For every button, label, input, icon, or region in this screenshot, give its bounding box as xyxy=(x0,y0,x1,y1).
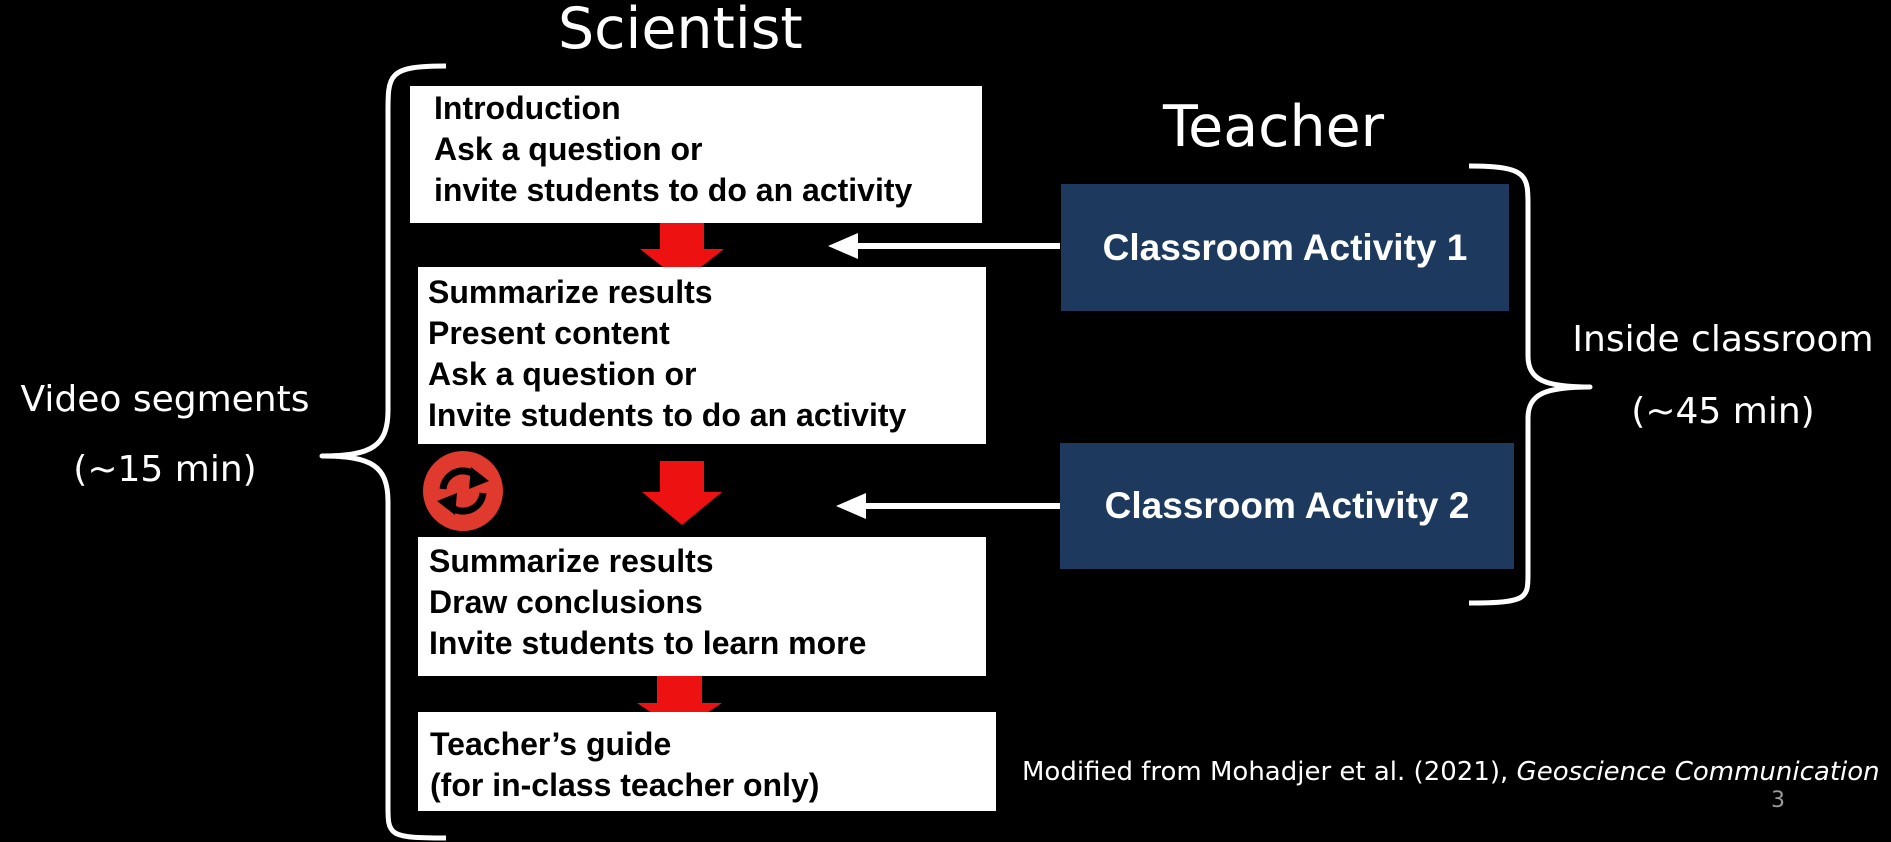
box-line: Ask a question or xyxy=(434,131,703,167)
red-down-arrow-icon xyxy=(640,218,724,282)
page-number: 3 xyxy=(1771,788,1785,813)
citation-footnote: Modified from Mohadjer et al. (2021), Ge… xyxy=(1022,757,1880,787)
red-down-arrow-icon xyxy=(642,461,722,525)
conclusions-box: Summarize results Draw conclusions Invit… xyxy=(418,537,986,676)
citation-text: Modified from Mohadjer et al. (2021), xyxy=(1022,757,1517,787)
video-segments-label: Video segments (~15 min) xyxy=(0,382,330,492)
box-line: Draw conclusions xyxy=(429,584,703,620)
scientist-heading: Scientist xyxy=(558,0,803,62)
classroom-activity-1-label: Classroom Activity 1 xyxy=(1102,226,1468,268)
left-brace xyxy=(319,63,447,841)
inside-classroom-label: Inside classroom (~45 min) xyxy=(1558,322,1888,432)
introduction-box: Introduction Ask a question or invite st… xyxy=(410,86,982,223)
box-line: Present content xyxy=(428,315,670,351)
classroom-activity-2-label: Classroom Activity 2 xyxy=(1104,485,1470,526)
box-line: Teacher’s guide xyxy=(430,726,672,762)
white-left-arrow-icon xyxy=(828,233,1060,259)
right-brace xyxy=(1468,163,1593,606)
box-line: Invite students to learn more xyxy=(429,625,867,661)
box-line: Ask a question or xyxy=(428,356,697,392)
summarize-present-box: Summarize results Present content Ask a … xyxy=(418,267,986,444)
classroom-activity-1-box: Classroom Activity 1 xyxy=(1061,184,1509,311)
classroom-duration-text: (~45 min) xyxy=(1631,391,1815,432)
box-line: Introduction xyxy=(434,90,621,126)
box-line: Summarize results xyxy=(429,543,714,579)
box-line: Invite students to do an activity xyxy=(428,397,907,433)
inside-classroom-text: Inside classroom xyxy=(1572,319,1874,360)
box-line: Summarize results xyxy=(428,274,713,310)
classroom-activity-2-box: Classroom Activity 2 xyxy=(1060,443,1514,569)
repeat-cycle-icon xyxy=(423,451,503,531)
citation-journal: Geoscience Communication xyxy=(1516,757,1880,787)
teachers-guide-box: Teacher’s guide (for in-class teacher on… xyxy=(418,712,996,811)
video-duration-text: (~15 min) xyxy=(73,449,257,490)
teacher-heading: Teacher xyxy=(1163,94,1385,160)
video-segments-text: Video segments xyxy=(20,379,310,420)
box-line: (for in-class teacher only) xyxy=(430,767,820,803)
white-left-arrow-icon xyxy=(836,493,1060,519)
box-line: invite students to do an activity xyxy=(434,172,913,208)
